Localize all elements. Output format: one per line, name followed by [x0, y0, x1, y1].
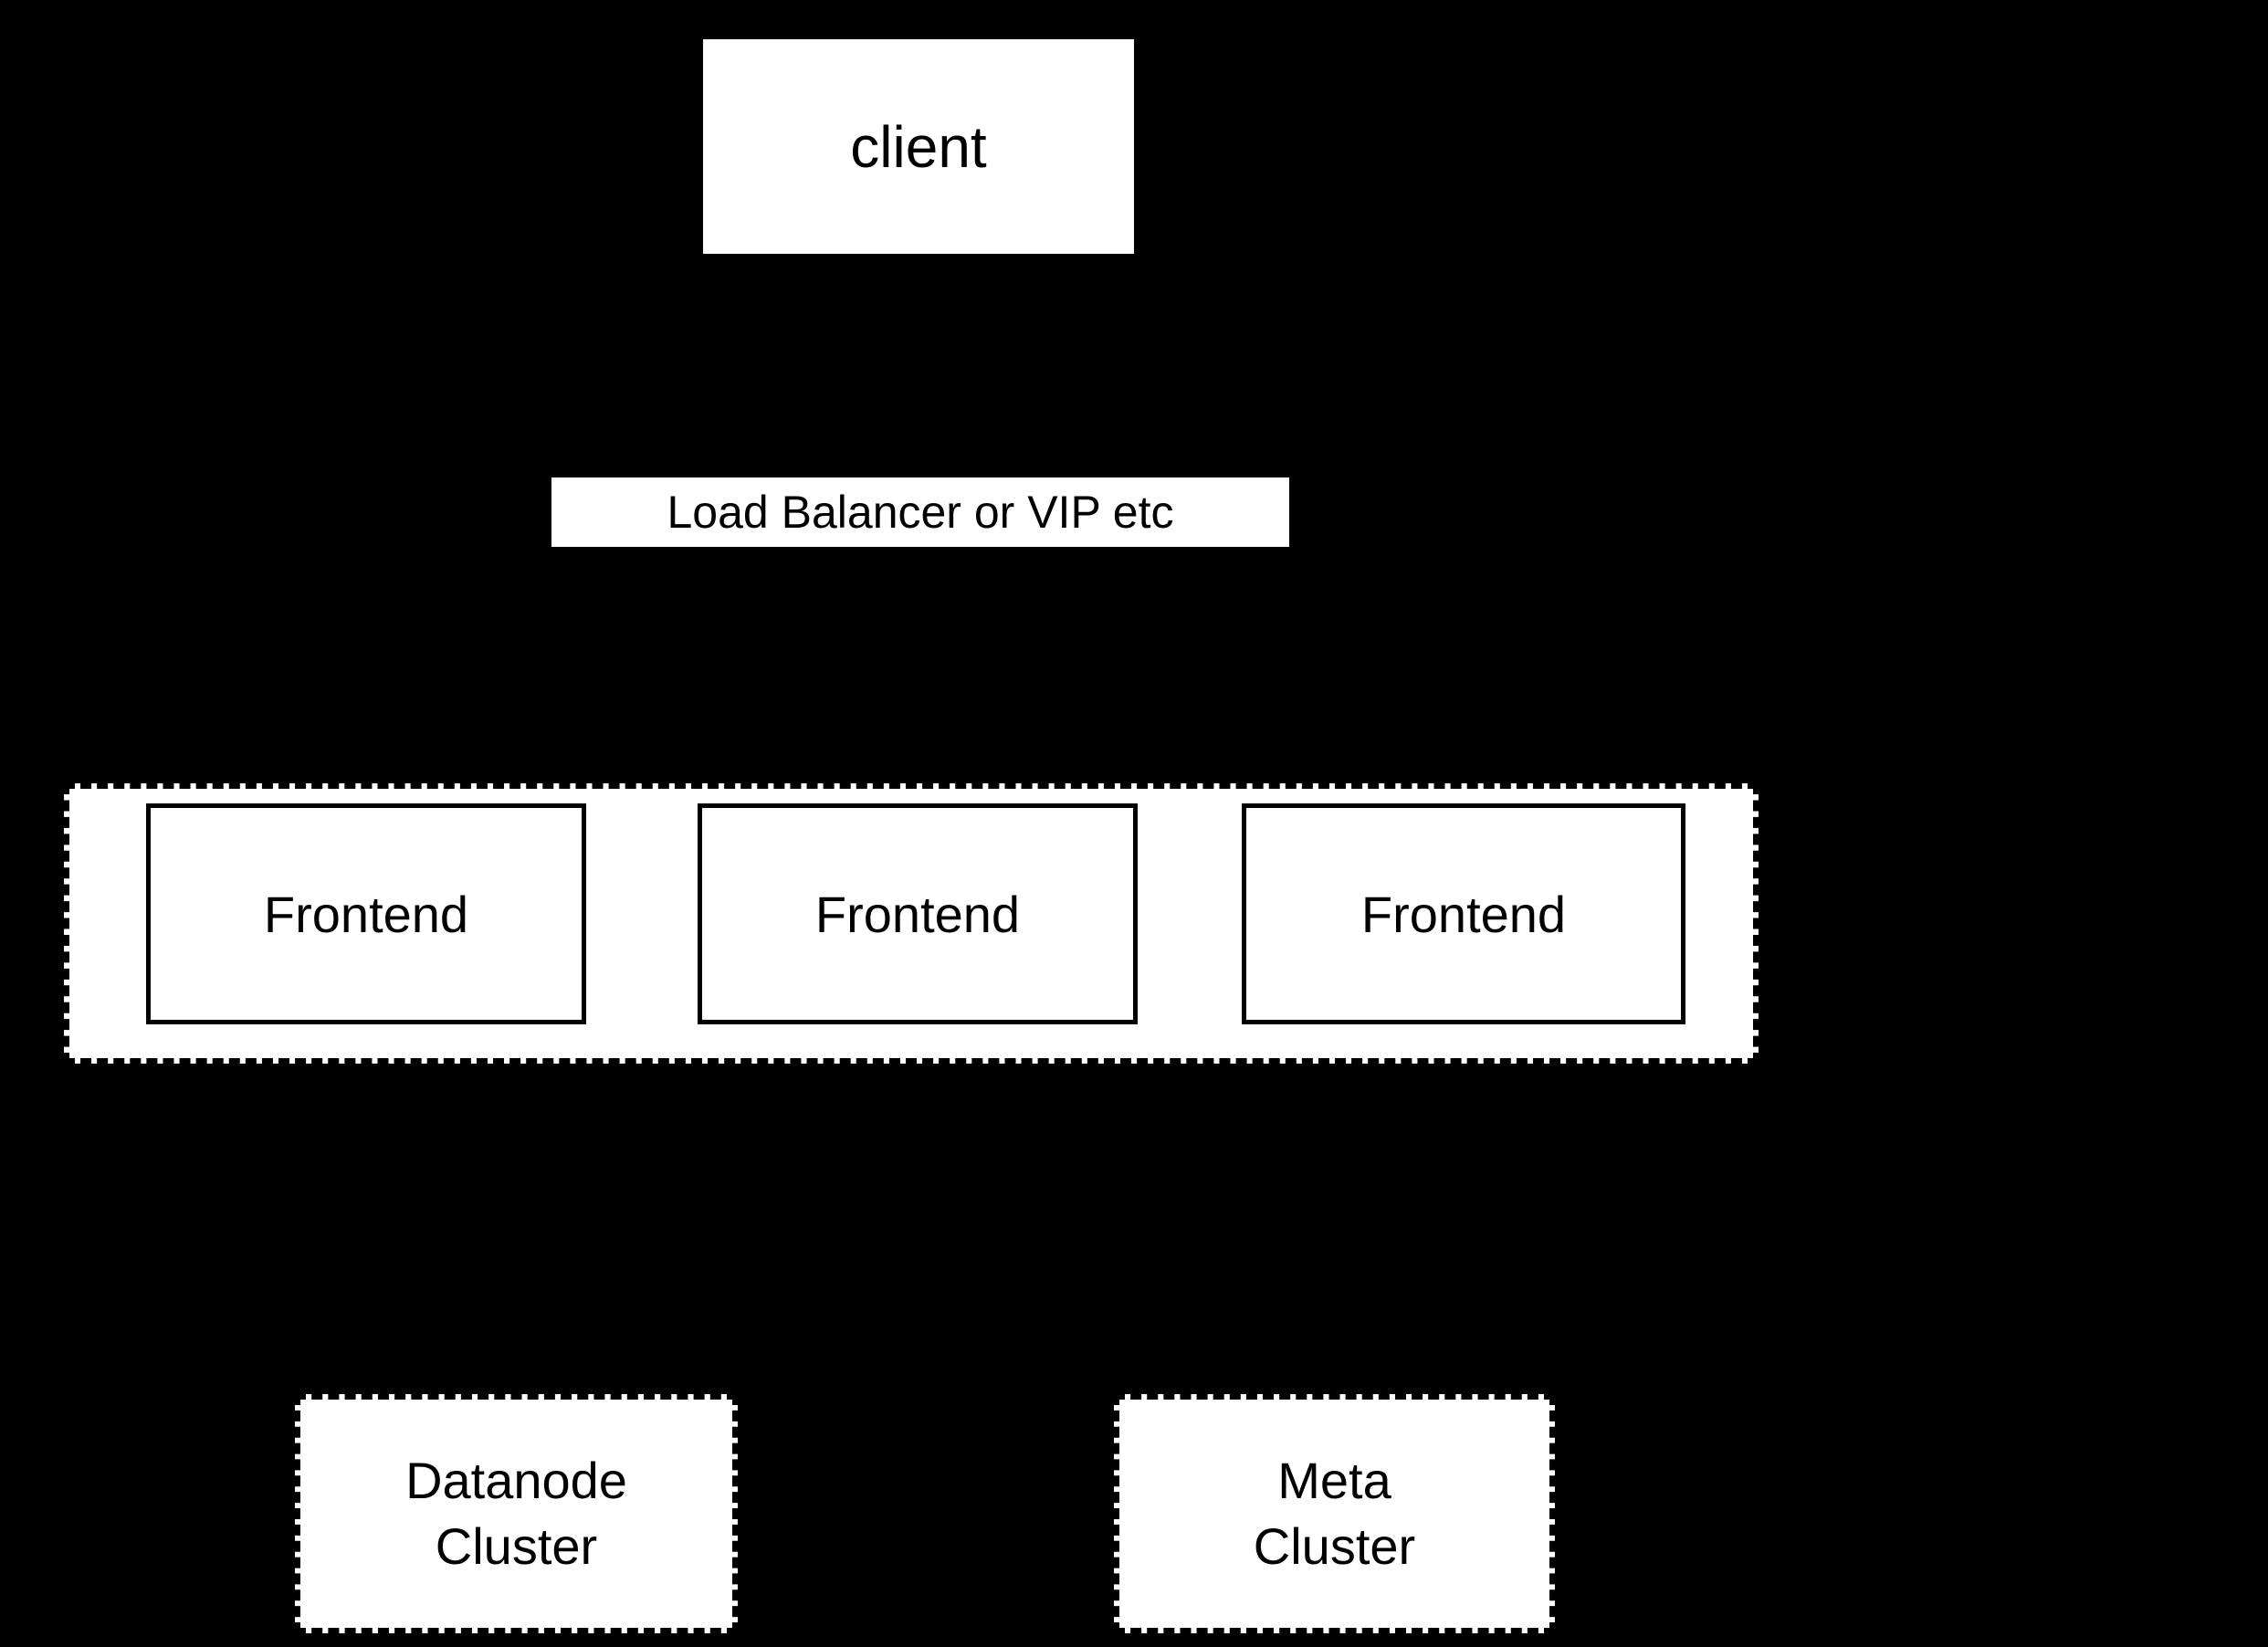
- frontend-cluster-container: Frontend Frontend Frontend: [64, 783, 1759, 1064]
- load-balancer-node: Load Balancer or VIP etc: [551, 477, 1289, 547]
- client-node: client: [703, 39, 1134, 254]
- meta-cluster-node: Meta Cluster: [1114, 1394, 1555, 1633]
- frontend-node-1: Frontend: [146, 803, 586, 1024]
- datanode-cluster-node: Datanode Cluster: [295, 1394, 738, 1633]
- frontend-node-2: Frontend: [698, 803, 1138, 1024]
- frontend-node-3: Frontend: [1242, 803, 1685, 1024]
